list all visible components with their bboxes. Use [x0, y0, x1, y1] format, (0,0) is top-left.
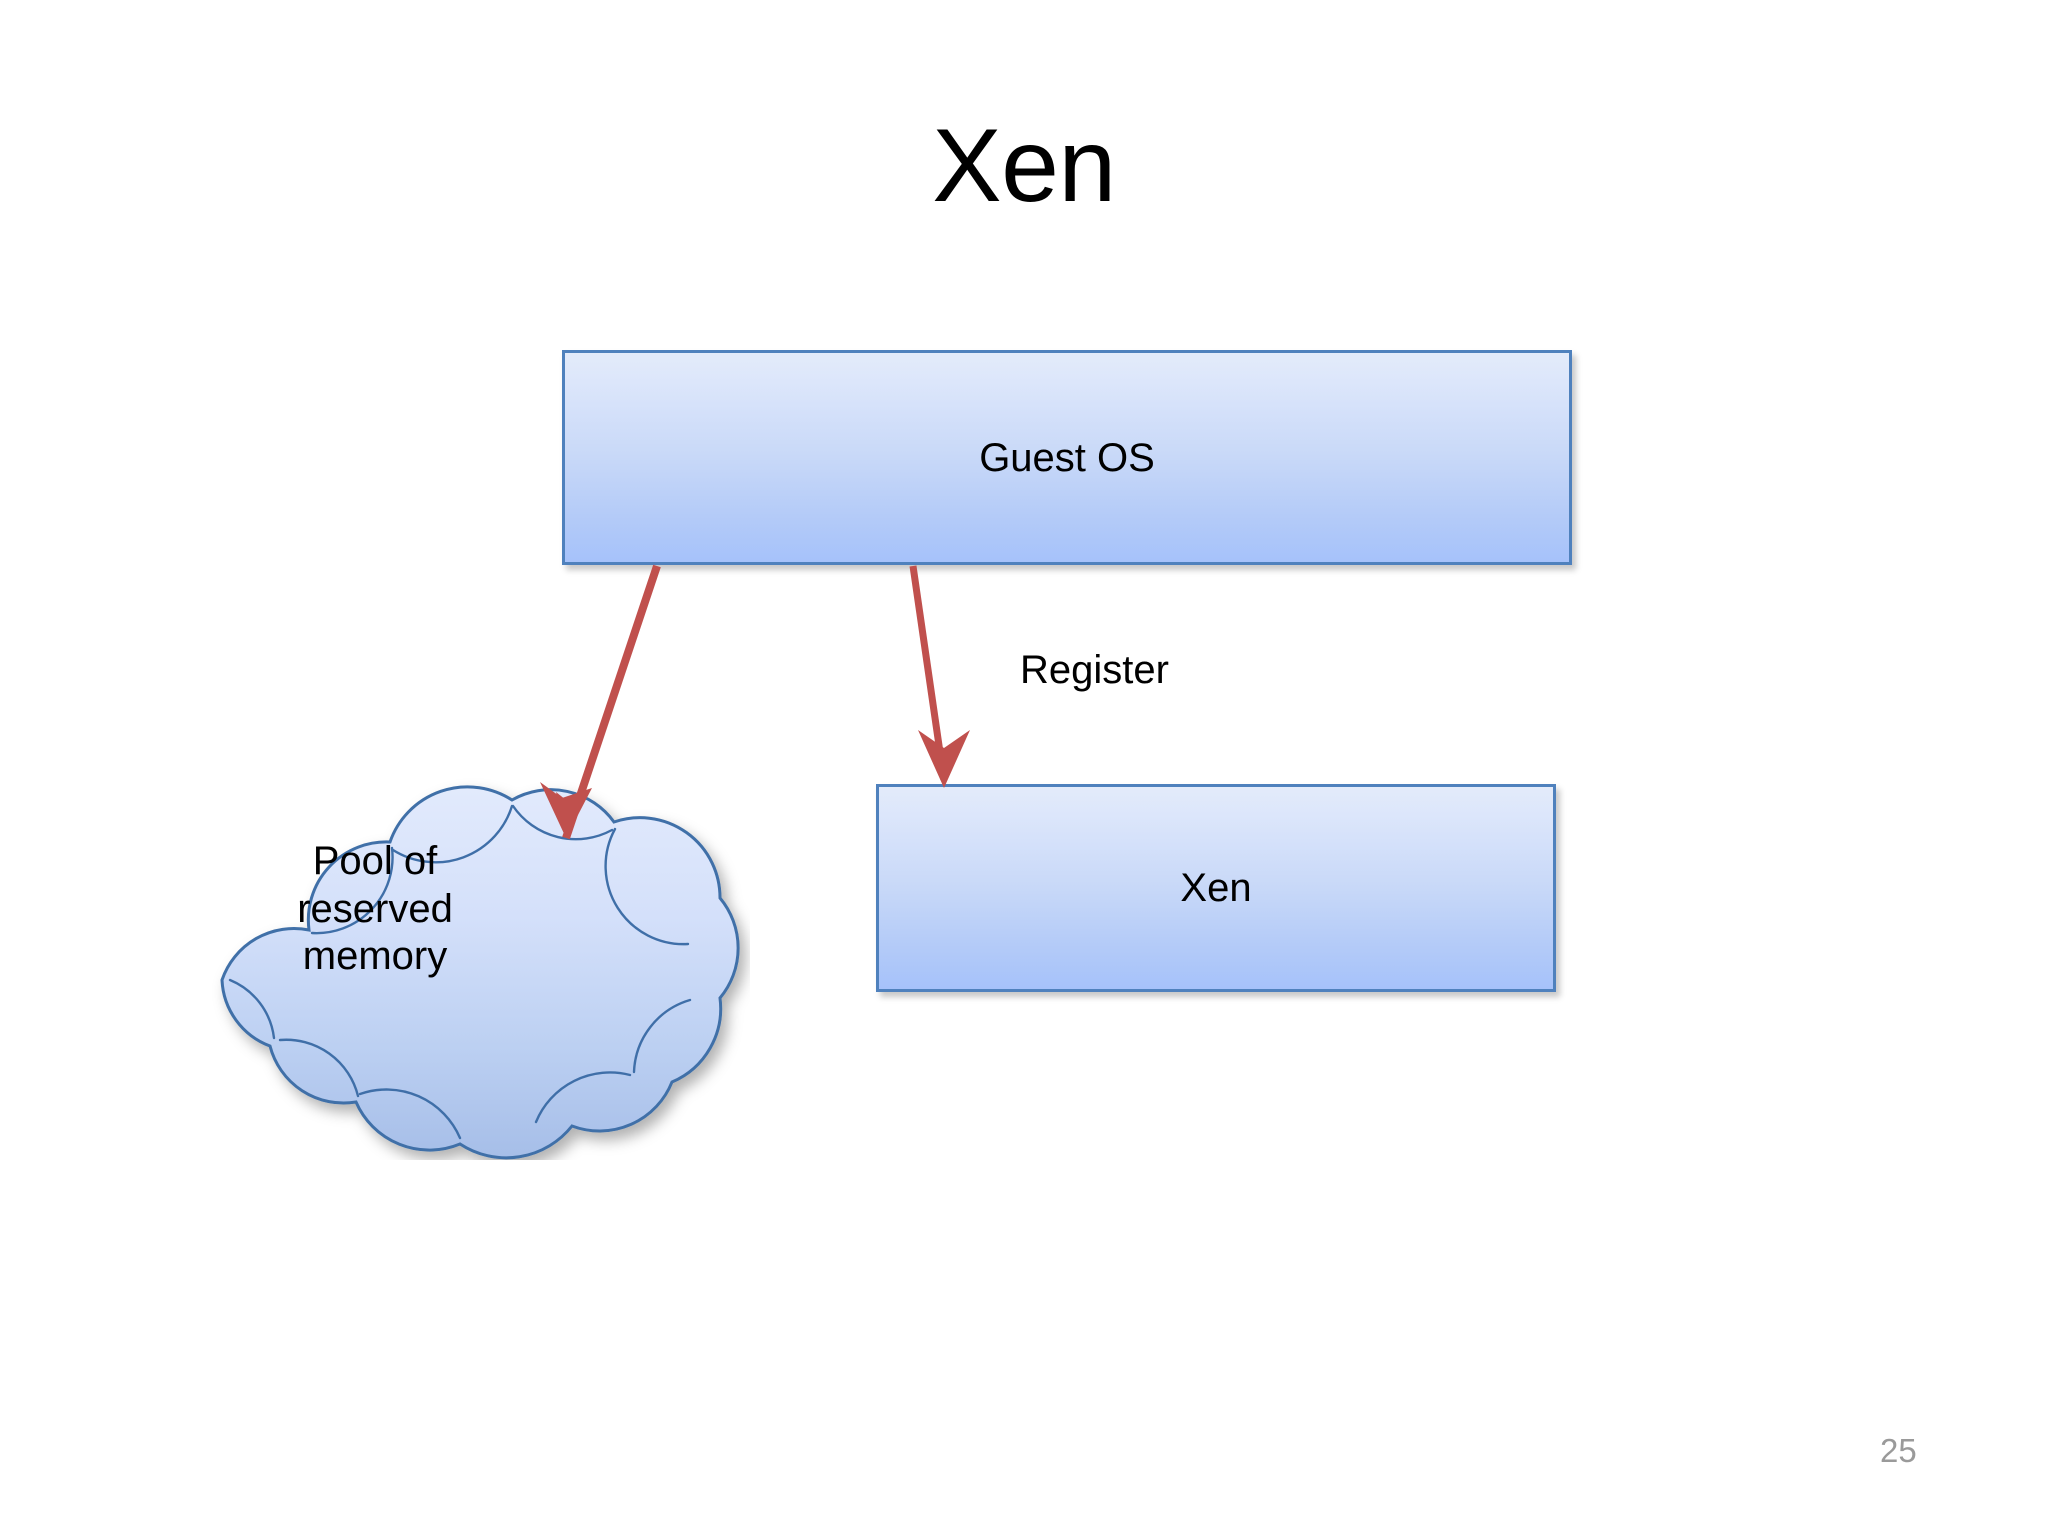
connector-label-register: Register	[1020, 648, 1169, 692]
page-number: 25	[1880, 1432, 1917, 1469]
page-title: Xen	[932, 108, 1116, 224]
node-guest-os[interactable]: Guest OS	[562, 350, 1572, 565]
cloud-label-line-1: Pool of	[312, 839, 438, 883]
cloud-label-line-2: reserved	[297, 886, 453, 931]
node-guest-os-label: Guest OS	[979, 435, 1155, 480]
node-pool-of-reserved-memory-label: Pool of reserved memory	[245, 838, 505, 981]
node-xen-label: Xen	[1180, 866, 1252, 910]
arrowhead-icon	[918, 730, 970, 788]
node-xen[interactable]: Xen	[876, 784, 1556, 992]
cloud-label-line-3: memory	[302, 934, 448, 979]
connector-guest-os-to-xen	[909, 565, 970, 788]
